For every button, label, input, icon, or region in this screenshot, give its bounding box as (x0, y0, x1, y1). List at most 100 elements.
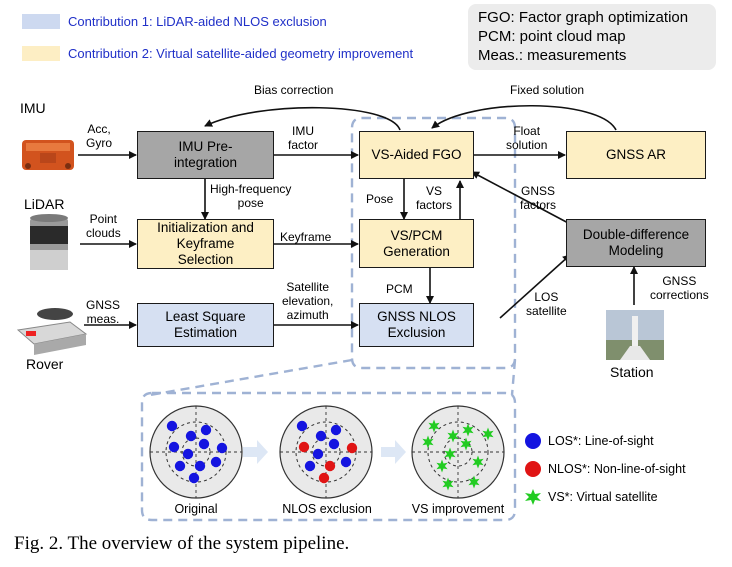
nlos-dot-icon (525, 461, 541, 477)
station-label: Station (610, 364, 654, 380)
los-satellite-dot (304, 460, 316, 472)
label-pose: Pose (366, 192, 394, 206)
double-difference-node: Double-difference Modeling (566, 219, 706, 267)
label-gnss-factors: GNSS factors (520, 184, 557, 212)
glossary-item: Meas.: measurements (478, 47, 627, 64)
los-satellite-dot (312, 448, 324, 460)
lidar-device-illustration (30, 214, 68, 270)
label-pcm: PCM (386, 282, 413, 296)
virtual-satellite-star (436, 459, 448, 473)
skyplot-middle-ring (295, 421, 357, 483)
contribution-dashed-frame (350, 116, 517, 370)
key-vs-label: VS*: Virtual satellite (548, 490, 658, 504)
imu-device-illustration (22, 140, 74, 170)
key-vs: VS*: Virtual satellite (524, 488, 658, 506)
los-satellite-dot (216, 442, 228, 454)
vs-pcm-node: VS/PCM Generation (359, 219, 474, 268)
label-imu-factor: IMU factor (288, 124, 319, 152)
frame-connector-right (510, 359, 517, 396)
sky-arrow-1 (243, 440, 268, 464)
skyplot-label-vs-improvement: VS improvement (411, 502, 505, 516)
vs-aided-fgo-node: VS-Aided FGO (359, 131, 474, 179)
los-satellite-dot (296, 420, 308, 432)
glossary-item: FGO: Factor graph optimization (478, 9, 689, 26)
label-satellite-elevation: Satellite elevation, azimuth (282, 280, 334, 322)
imu-label: IMU (20, 100, 46, 116)
legend-label-2: Contribution 2: Virtual satellite-aided … (68, 46, 414, 61)
los-satellite-dot (166, 420, 178, 432)
legend-contribution-1: Contribution 1: LiDAR-aided NLOS exclusi… (22, 14, 327, 29)
virtual-satellite-star (482, 427, 494, 441)
arrow-gnss-factors (471, 171, 573, 226)
virtual-satellite-star (428, 419, 440, 433)
label-vs-factors: VS factors (416, 184, 453, 212)
los-dot-icon (525, 433, 541, 449)
vs-star-icon (525, 489, 541, 505)
nlos-satellite-dot (318, 472, 330, 484)
virtual-satellite-star (447, 429, 459, 443)
virtual-satellite-star (472, 455, 484, 469)
label-los-satellite: LOS satellite (526, 290, 567, 318)
los-satellite-dot (328, 438, 340, 450)
glossary-box: FGO: Factor graph optimization PCM: poin… (468, 4, 716, 70)
label-point-clouds: Point clouds (86, 212, 121, 240)
virtual-satellite-star (422, 435, 434, 449)
los-satellite-dot (194, 460, 206, 472)
least-square-node: Least Square Estimation (137, 303, 274, 347)
los-satellite-dot (315, 430, 327, 442)
arrow-los-satellite (499, 254, 571, 319)
los-satellite-dot (188, 472, 200, 484)
rover-device-illustration (16, 308, 88, 355)
nlos-satellite-dot (298, 441, 310, 453)
legend-contribution-2: Contribution 2: Virtual satellite-aided … (22, 46, 413, 61)
label-float-solution: Float solution (506, 124, 548, 152)
legend-swatch-2 (22, 46, 60, 61)
label-acc-gyro: Acc, Gyro (86, 122, 113, 150)
figure-caption: Fig. 2. The overview of the system pipel… (14, 533, 350, 554)
arrow-bias-correction (204, 106, 401, 131)
label-keyframe: Keyframe (280, 230, 332, 244)
virtual-satellite-star (460, 437, 472, 451)
rover-label: Rover (26, 356, 64, 372)
skyplot-middle-ring (165, 421, 227, 483)
glossary-item: PCM: point cloud map (478, 28, 626, 45)
label-gnss-corrections: GNSS corrections (650, 274, 709, 302)
key-los-label: LOS*: Line-of-sight (548, 434, 654, 448)
skyplot-dashed-frame (140, 391, 517, 522)
los-satellite-dot (168, 441, 180, 453)
label-fixed-solution: Fixed solution (510, 83, 585, 97)
los-satellite-dot (210, 456, 222, 468)
gnss-ar-node: GNSS AR (566, 131, 706, 179)
initialization-keyframe-node: Initialization and Keyframe Selection (137, 219, 274, 269)
label-gnss-meas: GNSS meas. (86, 298, 121, 326)
los-satellite-dot (198, 438, 210, 450)
label-high-frequency-pose: High-frequency pose (210, 182, 292, 210)
skyplot-middle-ring (427, 421, 489, 483)
legend-swatch-1 (22, 14, 60, 29)
lidar-label: LiDAR (24, 196, 65, 212)
imu-preintegration-node: IMU Pre- integration (137, 131, 274, 179)
los-satellite-dot (200, 424, 212, 436)
sky-arrow-2 (381, 440, 406, 464)
los-satellite-dot (185, 430, 197, 442)
skyplot-label-nlos-exclusion: NLOS exclusion (282, 502, 372, 516)
nlos-satellite-dot (346, 442, 358, 454)
legend-label-1: Contribution 1: LiDAR-aided NLOS exclusi… (68, 14, 327, 29)
virtual-satellite-star (442, 477, 454, 491)
key-nlos: NLOS*: Non-line-of-sight (524, 460, 686, 478)
gnss-nlos-exclusion-node: GNSS NLOS Exclusion (359, 303, 474, 347)
skyplot-label-original: Original (174, 502, 218, 516)
los-satellite-dot (174, 460, 186, 472)
frame-connector-left (149, 358, 353, 397)
nlos-satellite-dot (324, 460, 336, 472)
virtual-satellite-star (468, 475, 480, 489)
los-satellite-dot (182, 448, 194, 460)
key-nlos-label: NLOS*: Non-line-of-sight (548, 462, 686, 476)
arrow-fixed-solution (431, 105, 617, 131)
station-photo (606, 310, 664, 360)
los-satellite-dot (330, 424, 342, 436)
label-bias-correction: Bias correction (254, 83, 334, 97)
virtual-satellite-star (444, 447, 456, 461)
